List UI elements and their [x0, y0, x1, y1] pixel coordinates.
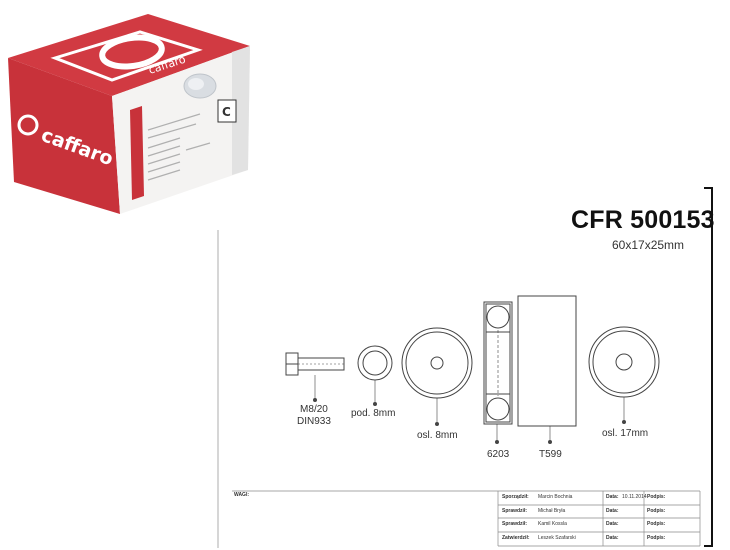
- bolt-drawing: [285, 352, 345, 376]
- bolt-label: M8/20 DIN933: [297, 404, 331, 428]
- tb-row2-sign-label: Podpis:: [647, 508, 666, 514]
- tb-row3-name: Kamil Kossla: [538, 521, 567, 527]
- washer-label-line1: pod. 8mm: [351, 408, 396, 419]
- tb-row4-role: Zatwierdził:: [502, 535, 530, 541]
- cover-17mm-label-line1: osl. 17mm: [602, 428, 649, 439]
- tb-row3-date-label: Data:: [606, 521, 619, 527]
- frame-bracket: [704, 187, 713, 547]
- tb-row3-sign-label: Podpis:: [647, 521, 666, 527]
- title-block-lines: [232, 490, 701, 547]
- bolt-label-line2: DIN933: [297, 416, 331, 427]
- cover-8mm-drawing: [401, 327, 473, 399]
- tb-row1-sign-label: Podpis:: [647, 494, 666, 500]
- bearing-label-line1: 6203: [487, 449, 510, 460]
- washer-drawing: [357, 345, 393, 381]
- tb-row2-name: Michał Bryła: [538, 508, 566, 514]
- tb-row1-date-label: Data:: [606, 494, 619, 500]
- cover-17mm-label: osl. 17mm: [602, 428, 648, 440]
- bearing-label: 6203: [487, 449, 509, 461]
- box-letter-c: C: [222, 105, 231, 119]
- part-dimensions: 60x17x25mm: [612, 238, 685, 252]
- part-code: CFR 500153: [571, 206, 715, 234]
- bolt-label-line1: M8/20: [300, 404, 328, 415]
- roller-label: T599: [539, 449, 562, 461]
- cover-8mm-label: osl. 8mm: [417, 430, 458, 442]
- cover-8mm-label-line1: osl. 8mm: [417, 430, 458, 441]
- tb-row4-date-label: Data:: [606, 535, 619, 541]
- weight-label: WAGI:: [234, 492, 249, 498]
- tb-row4-sign-label: Podpis:: [647, 535, 666, 541]
- roller-drawing: [517, 295, 577, 427]
- roller-label-line1: T599: [539, 449, 562, 460]
- tb-row4-name: Leszek Szafarski: [538, 535, 576, 541]
- tb-row2-date-label: Data:: [606, 508, 619, 514]
- cover-17mm-drawing: [588, 326, 660, 398]
- tb-row2-role: Sprawdził:: [502, 508, 528, 514]
- tb-row1-role: Sporządził:: [502, 494, 529, 500]
- product-box-image: caffaro caffaro C: [8, 14, 250, 214]
- tb-row1-name: Marcin Bochnia: [538, 494, 573, 500]
- bearing-drawing: [483, 301, 513, 425]
- washer-label: pod. 8mm: [351, 408, 395, 420]
- tb-row1-date: 10.11.2014: [622, 494, 647, 500]
- tb-row3-role: Sprawdził:: [502, 521, 528, 527]
